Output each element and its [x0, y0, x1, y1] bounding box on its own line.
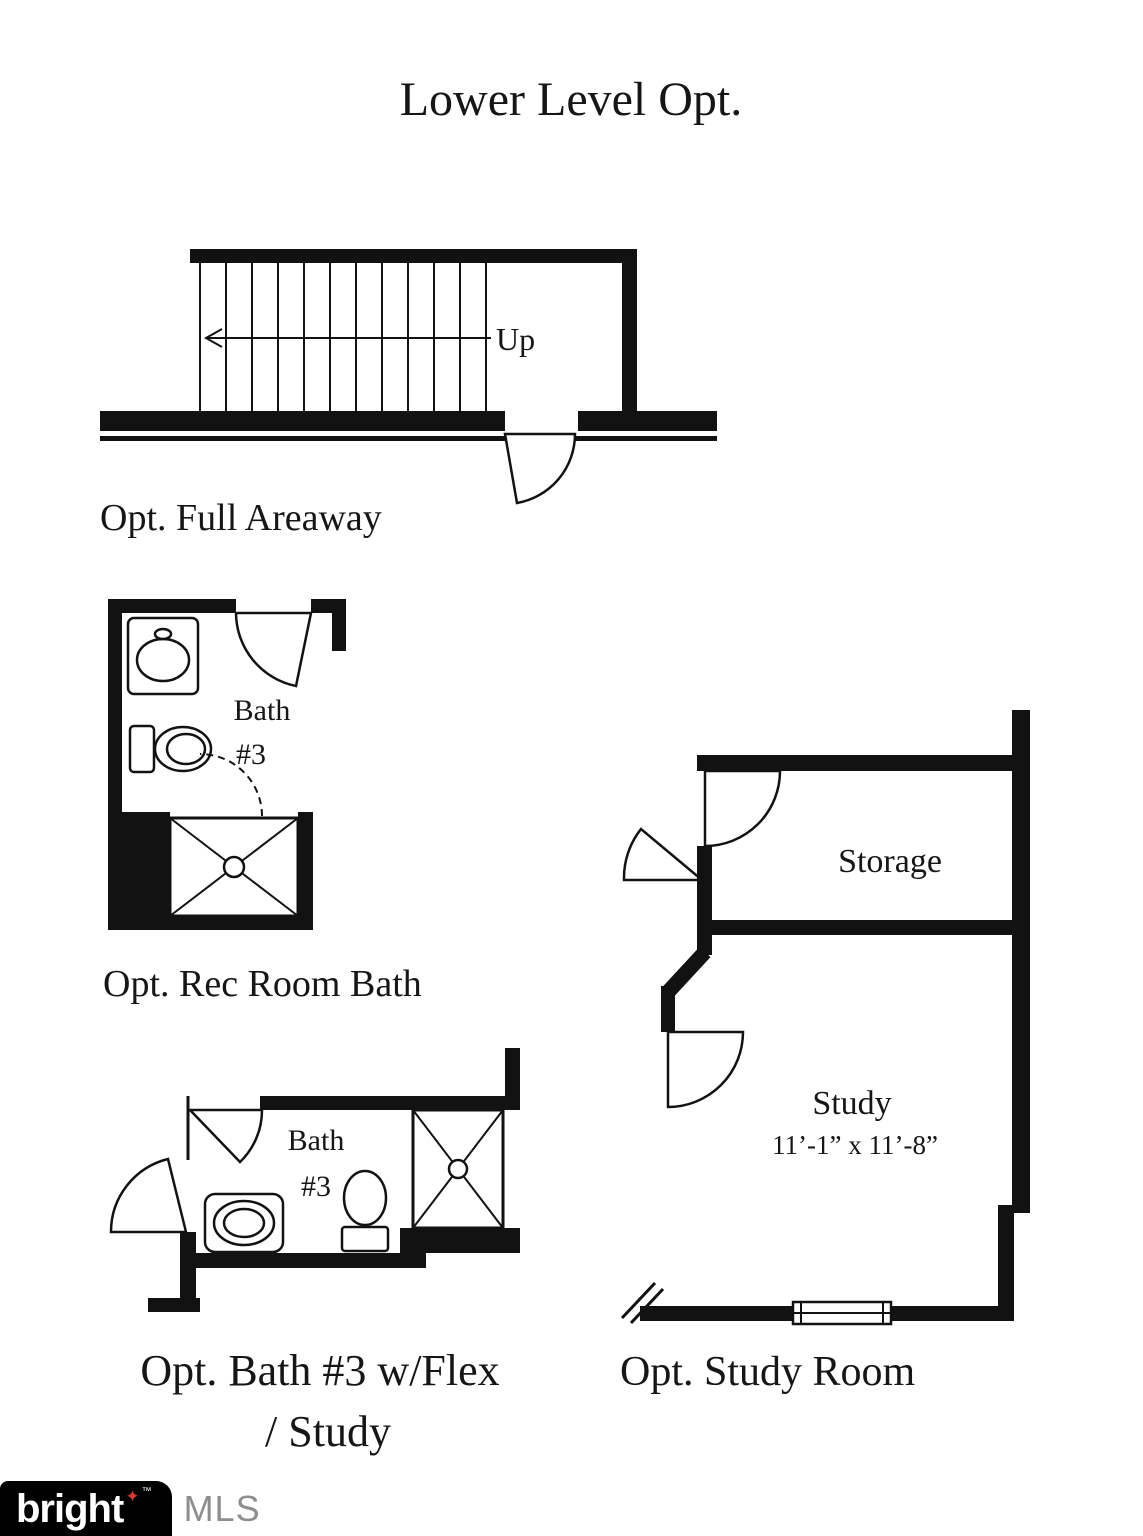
- study-caption: Opt. Study Room: [620, 1349, 916, 1395]
- dashed-door-swing-icon: [199, 753, 263, 817]
- rec-bath-caption: Opt. Rec Room Bath: [103, 963, 422, 1005]
- door-swing-icon: [109, 1157, 188, 1234]
- rec-room-bath-plan: Bath #3 Opt. Rec Room Bath: [103, 599, 422, 1005]
- sink-symbol: [203, 1192, 285, 1254]
- up-label: Up: [496, 321, 535, 357]
- trademark-symbol: ™: [141, 1485, 152, 1497]
- bright-wordmark: bright: [16, 1486, 124, 1531]
- bright-logo-box: bright✦™: [0, 1481, 172, 1536]
- bath-number-label: #3: [301, 1170, 331, 1203]
- door-swing-icon: [234, 611, 313, 688]
- mls-label: MLS: [183, 1487, 261, 1529]
- sink-symbol: [126, 616, 200, 696]
- bath-label: Bath: [288, 1124, 345, 1157]
- flex-bath-plan: Bath #3 Opt. Bath #3 w/Flex / Study: [109, 1048, 520, 1456]
- bath-label: Bath: [234, 694, 291, 727]
- flex-bath-caption-line1: Opt. Bath #3 w/Flex: [140, 1346, 499, 1395]
- study-room-plan: Storage Study 11’-1” x 11’-8” Opt. Study…: [620, 710, 1030, 1395]
- toilet-symbol: [340, 1169, 390, 1253]
- flex-bath-caption-line2: / Study: [265, 1407, 391, 1456]
- door-swing-icon: [666, 1030, 745, 1109]
- areaway-plan: Up Opt. Full Areaway: [100, 249, 717, 539]
- toilet-symbol: [128, 724, 213, 774]
- brightmls-logo: bright✦™ MLS: [0, 1481, 261, 1536]
- study-dimensions: 11’-1” x 11’-8”: [772, 1130, 938, 1160]
- bath-number-label: #3: [236, 738, 266, 771]
- door-swing-icon: [703, 769, 782, 848]
- page-title: Lower Level Opt.: [400, 73, 743, 126]
- study-label: Study: [812, 1085, 891, 1122]
- storage-label: Storage: [838, 843, 942, 880]
- opening-hatch-symbol: [620, 1281, 665, 1325]
- door-swing-icon: [503, 432, 577, 505]
- window-symbol: [791, 1300, 893, 1326]
- shower-symbol: [168, 816, 300, 918]
- up-arrow-icon: [203, 328, 491, 348]
- star-icon: ✦: [125, 1487, 140, 1506]
- shower-symbol: [411, 1108, 505, 1230]
- door-swing-icon: [622, 827, 706, 882]
- door-swing-icon: [187, 1108, 264, 1164]
- areaway-caption: Opt. Full Areaway: [100, 497, 382, 539]
